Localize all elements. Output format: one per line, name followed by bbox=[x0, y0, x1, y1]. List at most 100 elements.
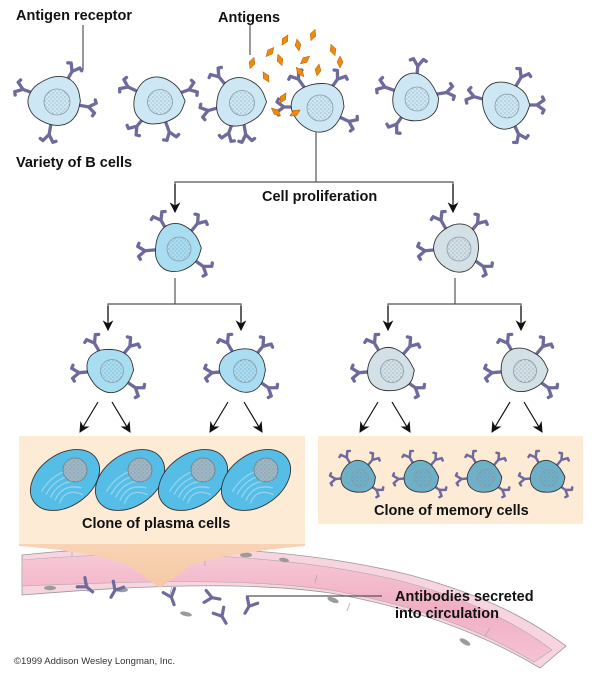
antigen-receptor-icon bbox=[216, 332, 235, 354]
antigen-receptor-icon bbox=[527, 449, 541, 466]
antigen-receptor-icon bbox=[464, 85, 486, 105]
antigen-receptor-icon bbox=[76, 98, 98, 118]
antigen-receptor-icon bbox=[385, 114, 405, 135]
antigen-receptor-icon bbox=[514, 66, 533, 88]
antigen-receptor-icon bbox=[492, 451, 507, 467]
plasma-cell bbox=[30, 449, 100, 511]
b-cell-variety-6 bbox=[464, 66, 546, 145]
antigen-receptor-icon bbox=[391, 472, 408, 487]
nucleus-chromatin bbox=[147, 89, 173, 115]
endoplasmic-reticulum bbox=[182, 486, 210, 501]
antigen-receptor-icon bbox=[555, 451, 570, 467]
antigen-icon bbox=[294, 38, 302, 52]
nucleus-chromatin bbox=[167, 237, 191, 261]
antigen-receptor-icon bbox=[408, 57, 428, 78]
antigen-receptor-icon bbox=[374, 76, 396, 95]
antigen-receptor-icon bbox=[237, 123, 257, 144]
plasma-cell bbox=[221, 449, 291, 511]
antigen-receptor-icon bbox=[125, 380, 147, 400]
antigen-receptor-icon bbox=[13, 78, 35, 97]
antigen-receptor-icon bbox=[363, 332, 382, 354]
antigen-receptor-icon bbox=[198, 102, 220, 122]
dividing-b-cell-3 bbox=[350, 332, 427, 400]
antigen-receptor-icon bbox=[117, 75, 139, 94]
endoplasmic-reticulum bbox=[249, 491, 274, 504]
nucleus-chromatin bbox=[254, 458, 278, 482]
nucleus-chromatin bbox=[380, 359, 404, 383]
nucleus-chromatin bbox=[307, 95, 333, 121]
endothelial-nuclei bbox=[44, 552, 471, 646]
label-variety-of-b-cells: Variety of B cells bbox=[16, 155, 132, 171]
endoplasmic-reticulum bbox=[54, 486, 82, 501]
b-cell-variety-3 bbox=[198, 65, 268, 144]
antigen-icon bbox=[265, 46, 275, 58]
label-clone-of-plasma-cells: Clone of plasma cells bbox=[82, 516, 230, 532]
antibody-icon bbox=[202, 588, 222, 604]
antigen-receptor-icon bbox=[369, 484, 385, 499]
nucleus-chromatin bbox=[63, 458, 87, 482]
antigen-receptor-icon bbox=[429, 209, 448, 231]
antigen-icon bbox=[276, 53, 284, 67]
antigen-receptor-icon bbox=[121, 335, 142, 356]
antigen-icon bbox=[289, 109, 301, 117]
antigen-receptor-icon bbox=[65, 61, 84, 82]
endoplasmic-reticulum bbox=[123, 491, 148, 504]
nucleus-chromatin bbox=[495, 94, 519, 118]
nucleus-chromatin bbox=[513, 359, 537, 383]
antigen-receptor-icon bbox=[287, 68, 306, 89]
endoplasmic-reticulum bbox=[186, 491, 211, 504]
antigen-icon bbox=[299, 55, 311, 65]
b-cell-variety-2 bbox=[117, 75, 199, 142]
antigen-receptor-icon bbox=[473, 258, 494, 278]
antigens-layer bbox=[248, 28, 344, 117]
antigen-icon bbox=[336, 55, 344, 69]
b-cell-variety-5 bbox=[374, 57, 456, 135]
label-clone-of-memory-cells: Clone of memory cells bbox=[374, 503, 529, 519]
copyright-notice: ©1999 Addison Wesley Longman, Inc. bbox=[14, 656, 175, 667]
nucleus-chromatin bbox=[191, 458, 215, 482]
endoplasmic-reticulum bbox=[58, 491, 83, 504]
b-cell-variety-4 bbox=[275, 68, 359, 133]
antigen-receptor-icon bbox=[405, 380, 427, 400]
antigen-receptor-icon bbox=[162, 120, 181, 142]
antibody-icon bbox=[161, 586, 177, 607]
antigen-receptor-icon bbox=[401, 449, 415, 466]
nucleus-chromatin bbox=[128, 458, 152, 482]
antigen-receptor-icon bbox=[149, 209, 168, 231]
antigen-icon bbox=[270, 107, 282, 117]
selected-b-cell-memory-lineage bbox=[416, 209, 494, 278]
dividing-b-cell-2 bbox=[203, 332, 280, 400]
antigen-receptor-icon bbox=[454, 472, 471, 487]
cells-layer bbox=[13, 57, 574, 511]
plasma-cell bbox=[158, 449, 228, 511]
antigen-icon bbox=[329, 43, 337, 57]
antigen-receptor-icon bbox=[193, 258, 214, 278]
nucleus-chromatin bbox=[447, 237, 471, 261]
antigen-receptor-icon bbox=[464, 449, 478, 466]
antigen-receptor-icon bbox=[469, 212, 489, 233]
label-antigen-receptor: Antigen receptor bbox=[16, 8, 132, 24]
antigen-receptor-icon bbox=[495, 484, 511, 499]
antigen-receptor-icon bbox=[534, 335, 555, 356]
label-cell-proliferation: Cell proliferation bbox=[262, 189, 377, 205]
antibody-icon bbox=[75, 576, 95, 594]
arrows bbox=[79, 184, 543, 433]
antigen-receptor-icon bbox=[258, 380, 280, 400]
antigen-receptor-icon bbox=[496, 332, 515, 354]
antigen-receptor-icon bbox=[483, 363, 504, 383]
antigen-receptor-icon bbox=[207, 65, 227, 87]
antibody-icon bbox=[243, 595, 260, 615]
antigen-receptor-icon bbox=[416, 241, 437, 261]
memory-cell-1 bbox=[328, 449, 385, 499]
antibodies-layer bbox=[75, 576, 260, 625]
antibody-icon bbox=[109, 579, 126, 599]
antigen-receptor-icon bbox=[189, 212, 209, 233]
antigen-receptor-icon bbox=[136, 241, 157, 261]
antigen-receptor-icon bbox=[338, 449, 352, 466]
nucleus-chromatin bbox=[233, 359, 257, 383]
label-into-circulation: into circulation bbox=[395, 606, 499, 622]
antigen-icon bbox=[262, 71, 270, 83]
memory-cell-3 bbox=[454, 449, 511, 499]
antigen-icon bbox=[309, 28, 317, 42]
